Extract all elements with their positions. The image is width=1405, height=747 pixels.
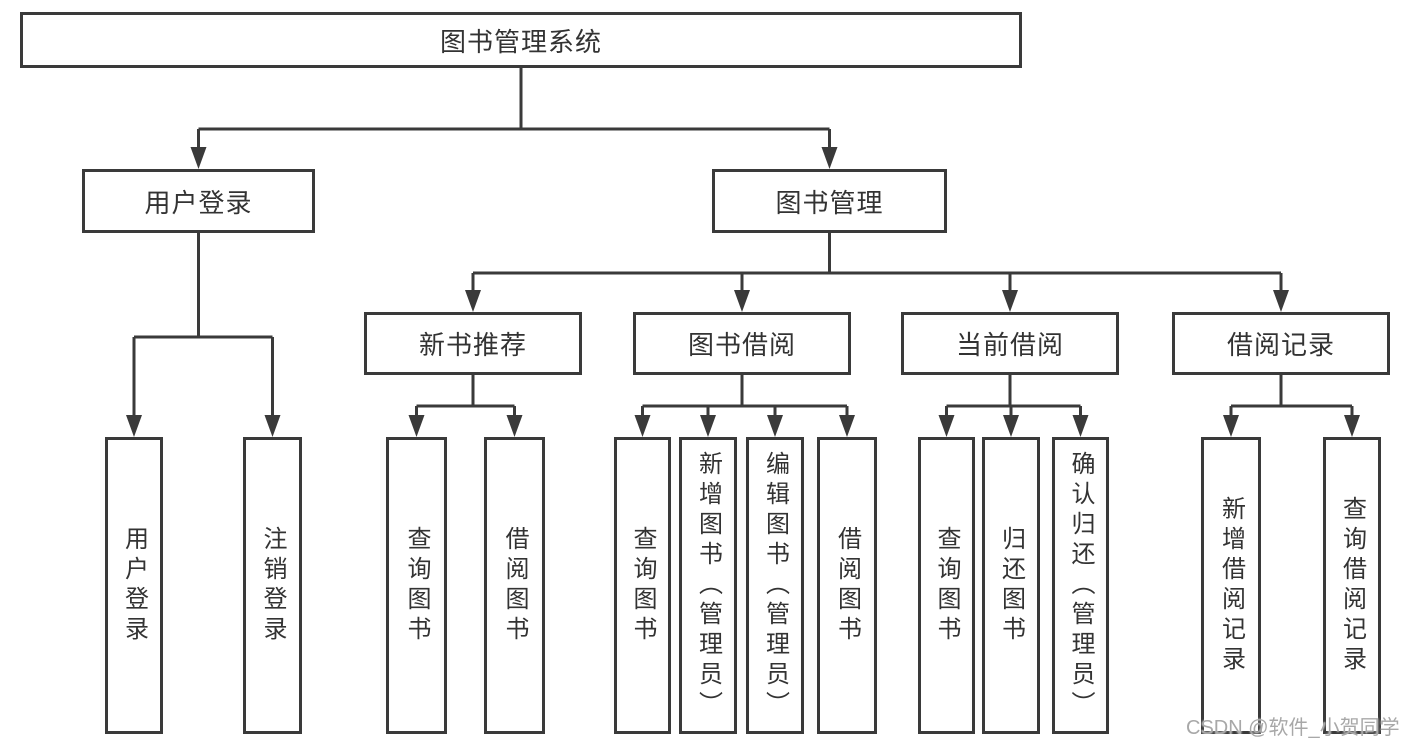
node-book-mgmt: 图书管理	[712, 169, 947, 233]
node-user-login: 用户登录	[82, 169, 315, 233]
node-label: 借阅图书	[501, 525, 528, 646]
connector-line	[471, 233, 1283, 293]
node-label: 注销登录	[259, 525, 286, 646]
leaf-query-book-3: 查询图书	[918, 437, 975, 734]
leaf-return-book: 归还图书	[982, 437, 1040, 734]
leaf-borrow-book-2: 借阅图书	[817, 437, 877, 734]
leaf-query-book-2: 查询图书	[614, 437, 671, 734]
node-label: 用户登录	[120, 525, 148, 646]
node-label: 新书推荐	[418, 330, 527, 360]
connector-new-book-to-leaves	[408, 375, 523, 437]
connector-line	[945, 375, 1082, 418]
leaf-confirm-return-admin: 确认归还（管理员）	[1052, 437, 1109, 734]
node-root: 图书管理系统	[20, 12, 1022, 68]
connector-book-mgmt-to-level3	[465, 233, 1289, 312]
leaf-query-borrow-record: 查询借阅记录	[1323, 437, 1381, 734]
node-label: 借阅图书	[833, 525, 861, 646]
arrowhead-down-icon	[634, 415, 855, 437]
connector-line	[197, 68, 831, 150]
leaf-borrow-book-1: 借阅图书	[484, 437, 545, 734]
leaf-query-book-1: 查询图书	[386, 437, 447, 734]
node-label: 查询图书	[629, 525, 656, 646]
node-label: 编辑图书（管理员）	[761, 450, 789, 721]
leaf-edit-book-admin: 编辑图书（管理员）	[746, 437, 804, 734]
leaf-logout: 注销登录	[243, 437, 302, 734]
arrowhead-down-icon	[465, 290, 1289, 312]
node-label: 当前借阅	[955, 330, 1064, 360]
node-label: 借阅记录	[1226, 330, 1335, 360]
node-label: 查询借阅记录	[1338, 495, 1366, 676]
node-label: 归还图书	[997, 525, 1025, 646]
connector-current-borrow-to-leaves	[938, 375, 1089, 437]
connector-book-borrow-to-leaves	[634, 375, 855, 437]
node-label: 确认归还（管理员）	[1067, 450, 1094, 721]
node-label: 查询图书	[403, 525, 430, 646]
leaf-add-borrow-record: 新增借阅记录	[1201, 437, 1261, 734]
connector-root-to-level2	[190, 68, 838, 169]
connector-borrow-record-to-leaves	[1223, 375, 1360, 437]
connector-user-login-to-leaves	[126, 233, 281, 437]
arrowhead-down-icon	[938, 415, 1089, 437]
watermark: CSDN @软件_小贺同学	[1186, 717, 1400, 739]
node-label: 用户登录	[144, 187, 253, 218]
node-label: 图书借阅	[687, 330, 796, 360]
arrowhead-down-icon	[126, 415, 281, 437]
node-label: 图书管理	[775, 187, 884, 218]
connector-line	[415, 375, 516, 418]
node-borrow-record: 借阅记录	[1172, 312, 1390, 375]
node-label: 新增图书（管理员）	[694, 450, 722, 721]
node-book-borrow: 图书借阅	[633, 312, 851, 375]
connector-line	[1229, 375, 1354, 418]
arrowhead-down-icon	[408, 415, 523, 437]
node-current-borrow: 当前借阅	[901, 312, 1119, 375]
arrowhead-down-icon	[190, 147, 838, 169]
connector-line	[641, 375, 849, 418]
node-label: 查询图书	[933, 525, 960, 646]
leaf-add-book-admin: 新增图书（管理员）	[679, 437, 737, 734]
arrowhead-down-icon	[1223, 415, 1360, 437]
node-label: 图书管理系统	[439, 26, 602, 57]
node-label: 新增借阅记录	[1217, 495, 1245, 676]
connector-line	[132, 233, 274, 418]
leaf-user-login: 用户登录	[105, 437, 163, 734]
node-new-book-recommend: 新书推荐	[364, 312, 582, 375]
